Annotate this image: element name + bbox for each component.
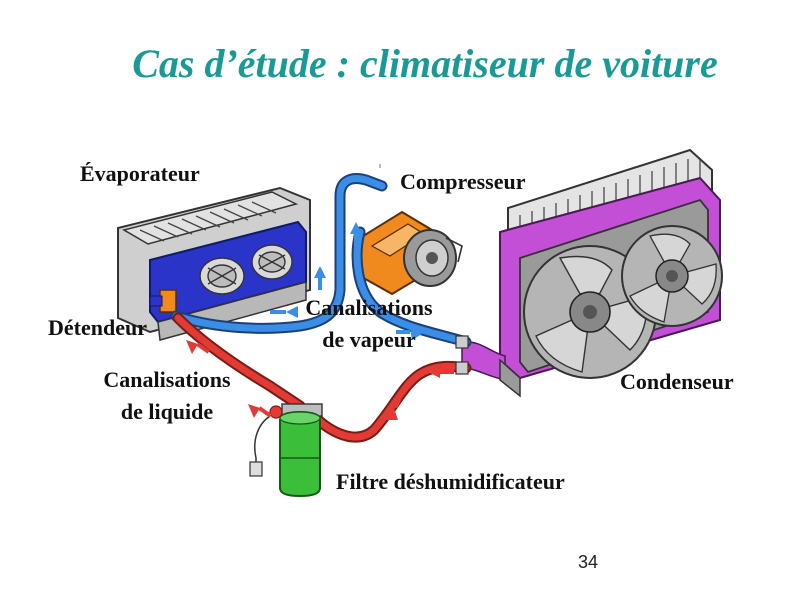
label-condenseur: Condenseur (620, 369, 734, 394)
condenser-illustration (461, 148, 723, 398)
label-canalisations-liquide-line1: Canalisations (103, 367, 231, 392)
label-filtre-deshumidificateur: Filtre déshumidificateur (336, 469, 565, 494)
flow-arrows (186, 222, 454, 420)
label-canalisations-vapeur-line1: Canalisations (305, 295, 433, 320)
slide-title: Cas d’étude : climatiseur de voiture (132, 41, 718, 86)
liquid-lines (172, 312, 472, 443)
label-canalisations-liquide: Canalisations de liquide (84, 364, 250, 428)
label-canalisations-vapeur: Canalisations de vapeur (286, 292, 452, 356)
vapor-lines (170, 173, 472, 348)
page-number: 34 (578, 552, 599, 572)
filter-drier-illustration (249, 403, 323, 498)
label-evaporateur: Évaporateur (80, 161, 200, 186)
compressor-illustration (359, 210, 463, 296)
label-compresseur: Compresseur (400, 169, 526, 194)
label-detendeur: Détendeur (48, 315, 147, 340)
label-canalisations-vapeur-line2: de vapeur (322, 327, 416, 352)
label-canalisations-liquide-line2: de liquide (120, 399, 214, 424)
